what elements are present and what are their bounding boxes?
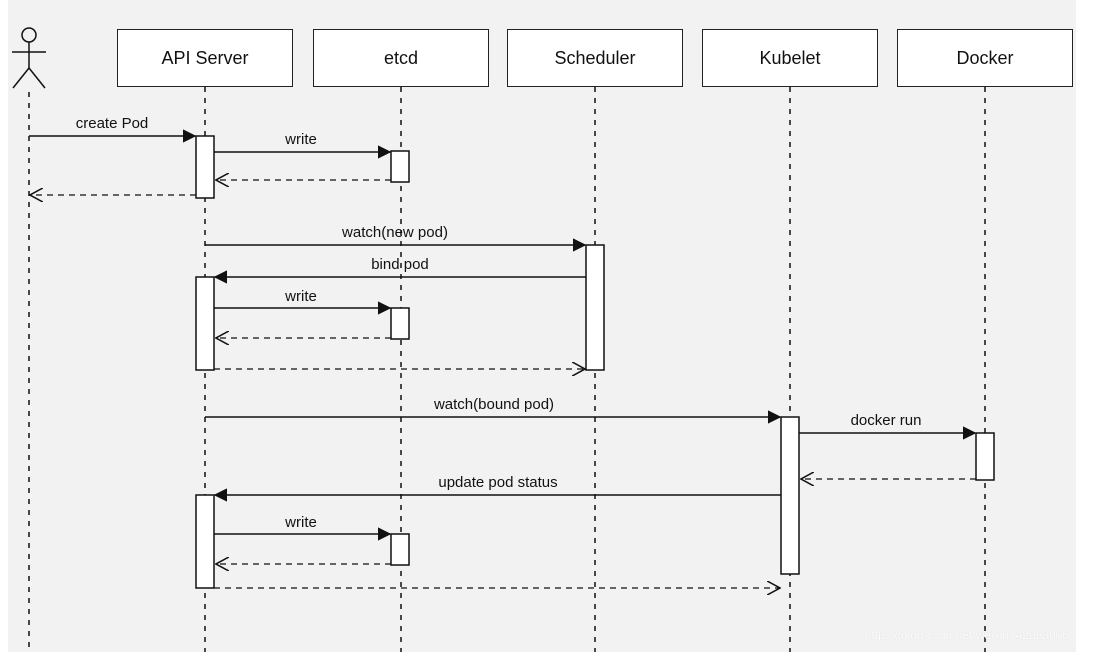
actor-icon	[12, 27, 46, 89]
activation-etcd-2	[390, 307, 410, 340]
activation-docker-1	[975, 432, 995, 481]
message-label-bind-pod: bind pod	[371, 256, 429, 273]
actor-right-leg	[28, 67, 46, 89]
actor-head	[21, 27, 37, 43]
participant-etcd: etcd	[313, 29, 489, 87]
participant-label: API Server	[161, 47, 249, 68]
message-label-write-2: write	[285, 288, 317, 305]
participant-label: etcd	[383, 47, 419, 68]
participant-label: Docker	[956, 47, 1014, 68]
activation-kubelet-1	[780, 416, 800, 575]
message-label-update-pod-status: update pod status	[438, 474, 558, 491]
message-label-docker-run: docker run	[850, 412, 922, 429]
watermark-text: https://blog.csdn.net/weixin_42953006	[864, 628, 1069, 642]
message-label-create-pod: create Pod	[75, 115, 149, 132]
actor-left-leg	[12, 67, 30, 89]
message-label-write-3: write	[285, 514, 317, 531]
message-label-watch-new-pod: watch(new pod)	[342, 224, 448, 241]
activation-api-3	[195, 494, 215, 589]
activation-api-1	[195, 135, 215, 199]
diagram-background	[8, 0, 1076, 652]
participant-api-server: API Server	[117, 29, 293, 87]
message-label-watch-bound-pod: watch(bound pod)	[433, 396, 555, 413]
activation-api-2	[195, 276, 215, 371]
participant-docker: Docker	[897, 29, 1073, 87]
participant-label: Scheduler	[554, 47, 636, 68]
activation-etcd-1	[390, 150, 410, 183]
participant-scheduler: Scheduler	[507, 29, 683, 87]
message-label-write-1: write	[285, 131, 317, 148]
activation-etcd-3	[390, 533, 410, 566]
participant-kubelet: Kubelet	[702, 29, 878, 87]
participant-label: Kubelet	[759, 47, 821, 68]
activation-scheduler-1	[585, 244, 605, 371]
